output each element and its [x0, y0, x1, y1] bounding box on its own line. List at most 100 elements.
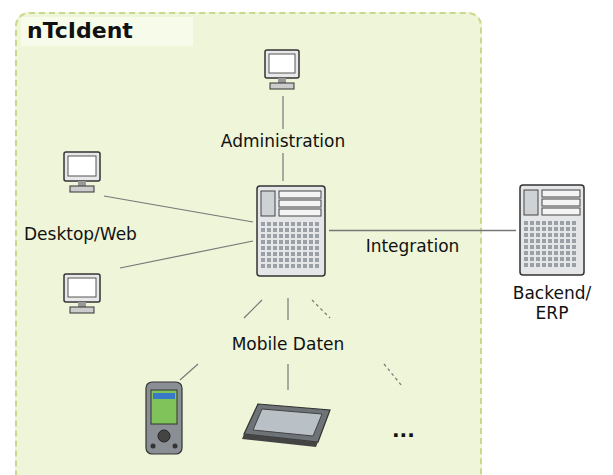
grill-hole: [267, 258, 271, 262]
grill-hole: [572, 221, 576, 225]
grill-hole: [530, 227, 534, 231]
grill-hole: [524, 239, 528, 243]
grill-hole: [267, 240, 271, 244]
grill-hole: [303, 246, 307, 250]
panel: [261, 191, 275, 216]
grill-hole: [303, 222, 307, 226]
grill-hole: [560, 227, 564, 231]
grill-hole: [524, 221, 528, 225]
grill-hole: [279, 258, 283, 262]
grill-hole: [530, 239, 534, 243]
grill-hole: [297, 222, 301, 226]
leader-lines: [104, 96, 402, 390]
drive-bay: [542, 190, 580, 197]
grill-hole: [267, 264, 271, 268]
grill-hole: [542, 239, 546, 243]
mobile-line: [287, 298, 288, 320]
grill-hole: [285, 228, 289, 232]
grill-hole: [309, 258, 313, 262]
grill-hole: [566, 263, 570, 267]
group-label: Mobile Daten: [232, 334, 345, 354]
grill-hole: [279, 252, 283, 256]
grill-hole: [303, 252, 307, 256]
drive-bay: [279, 200, 321, 207]
grill-hole: [273, 222, 277, 226]
grill-hole: [572, 227, 576, 231]
grill-hole: [315, 264, 319, 268]
desktop-line: [120, 241, 253, 268]
grill-hole: [297, 234, 301, 238]
grill-hole: [542, 245, 546, 249]
grill-hole: [554, 227, 558, 231]
monitor-icon: [265, 50, 299, 89]
grill-hole: [261, 246, 265, 250]
grill-hole: [536, 233, 540, 237]
grill-hole: [560, 233, 564, 237]
grill-hole: [524, 263, 528, 267]
grill-hole: [285, 222, 289, 226]
grill-hole: [560, 245, 564, 249]
grill-hole: [261, 252, 265, 256]
grill-hole: [554, 245, 558, 249]
grill-hole: [566, 245, 570, 249]
grill-hole: [566, 233, 570, 237]
grill-hole: [530, 263, 534, 267]
grill-hole: [267, 234, 271, 238]
grill-hole: [285, 246, 289, 250]
grill-hole: [315, 252, 319, 256]
grill-hole: [566, 257, 570, 261]
grill-hole: [291, 246, 295, 250]
mobile-line: [244, 300, 262, 318]
group-label: Desktop/Web: [24, 224, 137, 244]
grill-hole: [297, 240, 301, 244]
grill-hole: [267, 252, 271, 256]
grill-hole: [291, 234, 295, 238]
grill-hole: [273, 252, 277, 256]
mobile-line: [180, 364, 198, 380]
grill-hole: [285, 252, 289, 256]
grill-hole: [536, 257, 540, 261]
grill-hole: [261, 240, 265, 244]
mobile-line: [312, 300, 330, 318]
grill-hole: [303, 258, 307, 262]
server-illustration: [255, 184, 327, 278]
grill-hole: [279, 228, 283, 232]
server-body: [520, 185, 584, 275]
grill-hole: [524, 227, 528, 231]
grill-hole: [530, 233, 534, 237]
grill-hole: [560, 239, 564, 243]
grill-hole: [291, 258, 295, 262]
grill-hole: [279, 264, 283, 268]
grill-hole: [285, 258, 289, 262]
server-icon: Backend/ ERP: [518, 183, 586, 277]
grill-hole: [261, 222, 265, 226]
grill-hole: [554, 239, 558, 243]
server-icon: [255, 184, 327, 278]
drive-bay: [542, 199, 580, 206]
grill-hole: [279, 222, 283, 226]
grill-hole: [542, 221, 546, 225]
monitor-icon: [64, 274, 100, 313]
monitor-icon: [64, 152, 100, 192]
grill-hole: [303, 228, 307, 232]
grill-hole: [548, 239, 552, 243]
grill-hole: [291, 264, 295, 268]
grill-hole: [554, 233, 558, 237]
grill-hole: [303, 264, 307, 268]
grill-hole: [303, 234, 307, 238]
grill-hole: [554, 257, 558, 261]
integration-line: [329, 230, 516, 231]
grill-hole: [267, 246, 271, 250]
grill-hole: [315, 258, 319, 262]
grill-hole: [273, 228, 277, 232]
grill-hole: [309, 222, 313, 226]
grill-hole: [548, 263, 552, 267]
grill-hole: [548, 245, 552, 249]
grill-hole: [291, 240, 295, 244]
grill-hole: [267, 228, 271, 232]
panel: [524, 190, 538, 215]
grill-hole: [261, 258, 265, 262]
grill-hole: [542, 233, 546, 237]
server-illustration: [518, 183, 586, 277]
grill-hole: [279, 246, 283, 250]
